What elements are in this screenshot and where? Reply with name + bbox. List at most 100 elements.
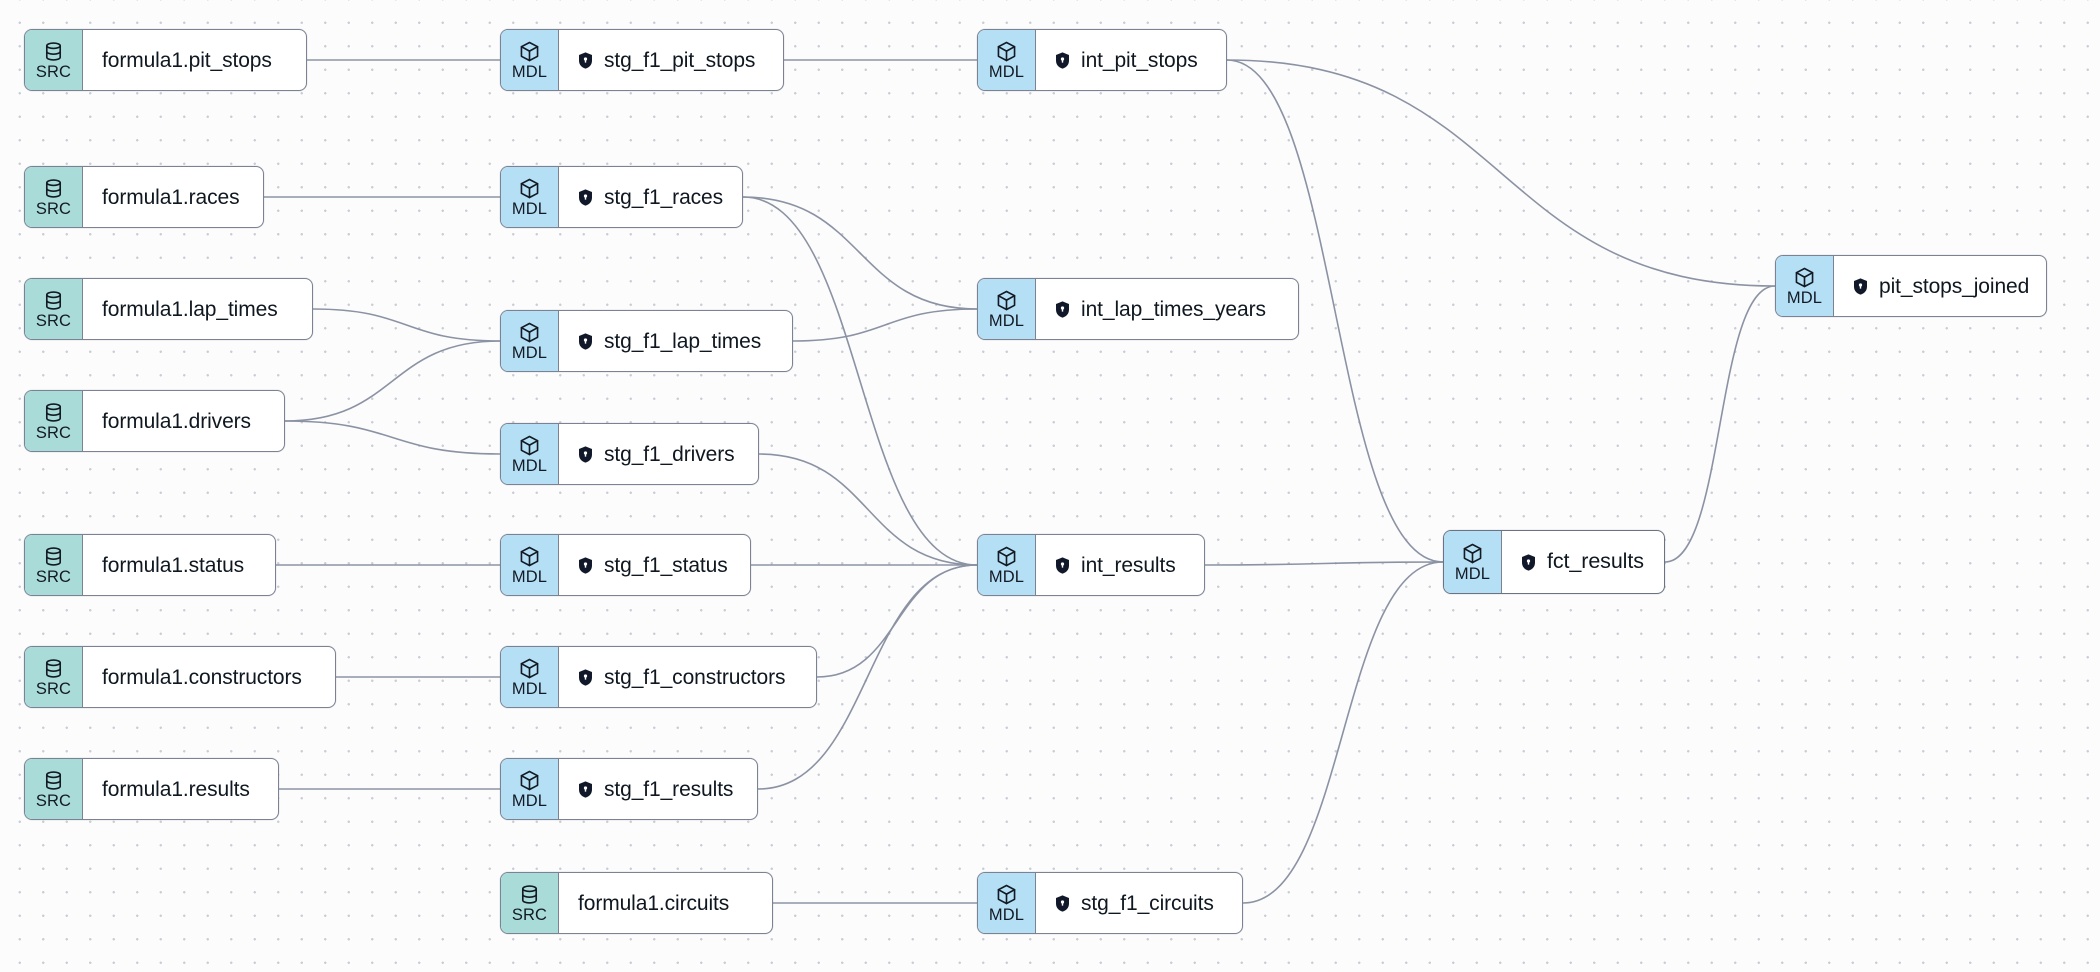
graph-node-stg_status[interactable]: MDL stg_f1_status bbox=[500, 534, 751, 596]
graph-node-src_lap_times[interactable]: SRC formula1.lap_times bbox=[24, 278, 313, 340]
cube-icon bbox=[518, 40, 541, 63]
cube-icon bbox=[1461, 542, 1484, 565]
shield-icon bbox=[1519, 553, 1538, 572]
shield-icon bbox=[1053, 51, 1072, 70]
node-badge-label: MDL bbox=[988, 311, 1025, 330]
node-label: stg_f1_constructors bbox=[604, 665, 786, 689]
graph-node-src_status[interactable]: SRC formula1.status bbox=[24, 534, 276, 596]
node-label: stg_f1_status bbox=[604, 553, 728, 577]
node-badge-mdl: MDL bbox=[501, 167, 559, 227]
graph-node-src_pit_stops[interactable]: SRC formula1.pit_stops bbox=[24, 29, 307, 91]
graph-edge-src_drivers-to-stg_drivers bbox=[284, 420, 501, 455]
node-badge-label: MDL bbox=[511, 62, 548, 81]
node-label: stg_f1_pit_stops bbox=[604, 48, 756, 72]
node-body: int_pit_stops bbox=[1036, 30, 1226, 90]
node-badge-src: SRC bbox=[501, 873, 559, 933]
graph-node-stg_results[interactable]: MDL stg_f1_results bbox=[500, 758, 758, 820]
node-badge-label: MDL bbox=[511, 343, 548, 362]
node-badge-src: SRC bbox=[25, 535, 83, 595]
shield-icon bbox=[576, 188, 595, 207]
graph-node-stg_lap_times[interactable]: MDL stg_f1_lap_times bbox=[500, 310, 793, 372]
node-badge-label: SRC bbox=[35, 791, 72, 810]
node-badge-label: SRC bbox=[511, 905, 548, 924]
node-badge-label: MDL bbox=[511, 199, 548, 218]
graph-node-pit_stops_joined[interactable]: MDL pit_stops_joined bbox=[1775, 255, 2047, 317]
node-badge-mdl: MDL bbox=[1444, 531, 1502, 593]
node-badge-src: SRC bbox=[25, 279, 83, 339]
cube-icon bbox=[518, 657, 541, 680]
node-badge-mdl: MDL bbox=[978, 30, 1036, 90]
node-badge-mdl: MDL bbox=[501, 647, 559, 707]
node-badge-label: SRC bbox=[35, 199, 72, 218]
node-badge-src: SRC bbox=[25, 759, 83, 819]
node-badge-label: MDL bbox=[988, 62, 1025, 81]
node-body: stg_f1_drivers bbox=[559, 424, 758, 484]
database-icon bbox=[42, 657, 65, 680]
node-label: stg_f1_races bbox=[604, 185, 724, 209]
node-badge-label: SRC bbox=[35, 62, 72, 81]
graph-node-src_results[interactable]: SRC formula1.results bbox=[24, 758, 279, 820]
node-body: stg_f1_pit_stops bbox=[559, 30, 783, 90]
graph-node-src_races[interactable]: SRC formula1.races bbox=[24, 166, 264, 228]
node-badge-src: SRC bbox=[25, 167, 83, 227]
shield-icon bbox=[576, 780, 595, 799]
shield-icon bbox=[1851, 277, 1870, 296]
graph-node-stg_circuits[interactable]: MDL stg_f1_circuits bbox=[977, 872, 1243, 934]
graph-node-src_circuits[interactable]: SRC formula1.circuits bbox=[500, 872, 773, 934]
node-label: stg_f1_lap_times bbox=[604, 329, 762, 353]
database-icon bbox=[42, 545, 65, 568]
node-badge-mdl: MDL bbox=[978, 873, 1036, 933]
graph-node-stg_races[interactable]: MDL stg_f1_races bbox=[500, 166, 743, 228]
node-body: formula1.pit_stops bbox=[83, 30, 306, 90]
node-body: formula1.results bbox=[83, 759, 278, 819]
node-body: formula1.constructors bbox=[83, 647, 335, 707]
node-badge-label: MDL bbox=[1454, 564, 1491, 583]
node-label: formula1.drivers bbox=[102, 409, 251, 433]
database-icon bbox=[42, 177, 65, 200]
node-badge-label: MDL bbox=[511, 456, 548, 475]
node-badge-src: SRC bbox=[25, 647, 83, 707]
graph-node-int_results[interactable]: MDL int_results bbox=[977, 534, 1205, 596]
node-badge-src: SRC bbox=[25, 30, 83, 90]
node-body: formula1.races bbox=[83, 167, 263, 227]
graph-edge-src_drivers-to-stg_lap_times bbox=[284, 340, 501, 422]
shield-icon bbox=[1053, 894, 1072, 913]
shield-icon bbox=[576, 556, 595, 575]
node-badge-label: MDL bbox=[511, 791, 548, 810]
database-icon bbox=[42, 40, 65, 63]
graph-node-src_drivers[interactable]: SRC formula1.drivers bbox=[24, 390, 285, 452]
graph-node-stg_drivers[interactable]: MDL stg_f1_drivers bbox=[500, 423, 759, 485]
graph-node-fct_results[interactable]: MDL fct_results bbox=[1443, 530, 1665, 594]
database-icon bbox=[42, 401, 65, 424]
node-badge-label: SRC bbox=[35, 311, 72, 330]
node-body: formula1.circuits bbox=[559, 873, 772, 933]
node-label: stg_f1_results bbox=[604, 777, 734, 801]
graph-node-stg_constructors[interactable]: MDL stg_f1_constructors bbox=[500, 646, 817, 708]
shield-icon bbox=[1053, 300, 1072, 319]
graph-node-int_lap_times_years[interactable]: MDL int_lap_times_years bbox=[977, 278, 1299, 340]
cube-icon bbox=[518, 434, 541, 457]
cube-icon bbox=[518, 545, 541, 568]
node-badge-mdl: MDL bbox=[501, 535, 559, 595]
node-label: pit_stops_joined bbox=[1879, 274, 2030, 298]
node-body: stg_f1_races bbox=[559, 167, 742, 227]
node-label: formula1.lap_times bbox=[102, 297, 278, 321]
shield-icon bbox=[576, 332, 595, 351]
database-icon bbox=[42, 769, 65, 792]
node-badge-src: SRC bbox=[25, 391, 83, 451]
database-icon bbox=[42, 289, 65, 312]
node-badge-mdl: MDL bbox=[501, 759, 559, 819]
graph-node-int_pit_stops[interactable]: MDL int_pit_stops bbox=[977, 29, 1227, 91]
graph-edge-int_results-to-fct_results bbox=[1204, 561, 1444, 566]
node-badge-mdl: MDL bbox=[501, 424, 559, 484]
node-label: formula1.circuits bbox=[578, 891, 730, 915]
graph-node-stg_pit_stops[interactable]: MDL stg_f1_pit_stops bbox=[500, 29, 784, 91]
node-label: stg_f1_circuits bbox=[1081, 891, 1214, 915]
cube-icon bbox=[518, 321, 541, 344]
node-badge-label: SRC bbox=[35, 567, 72, 586]
node-label: formula1.status bbox=[102, 553, 245, 577]
graph-edge-stg_drivers-to-int_results bbox=[758, 453, 978, 566]
